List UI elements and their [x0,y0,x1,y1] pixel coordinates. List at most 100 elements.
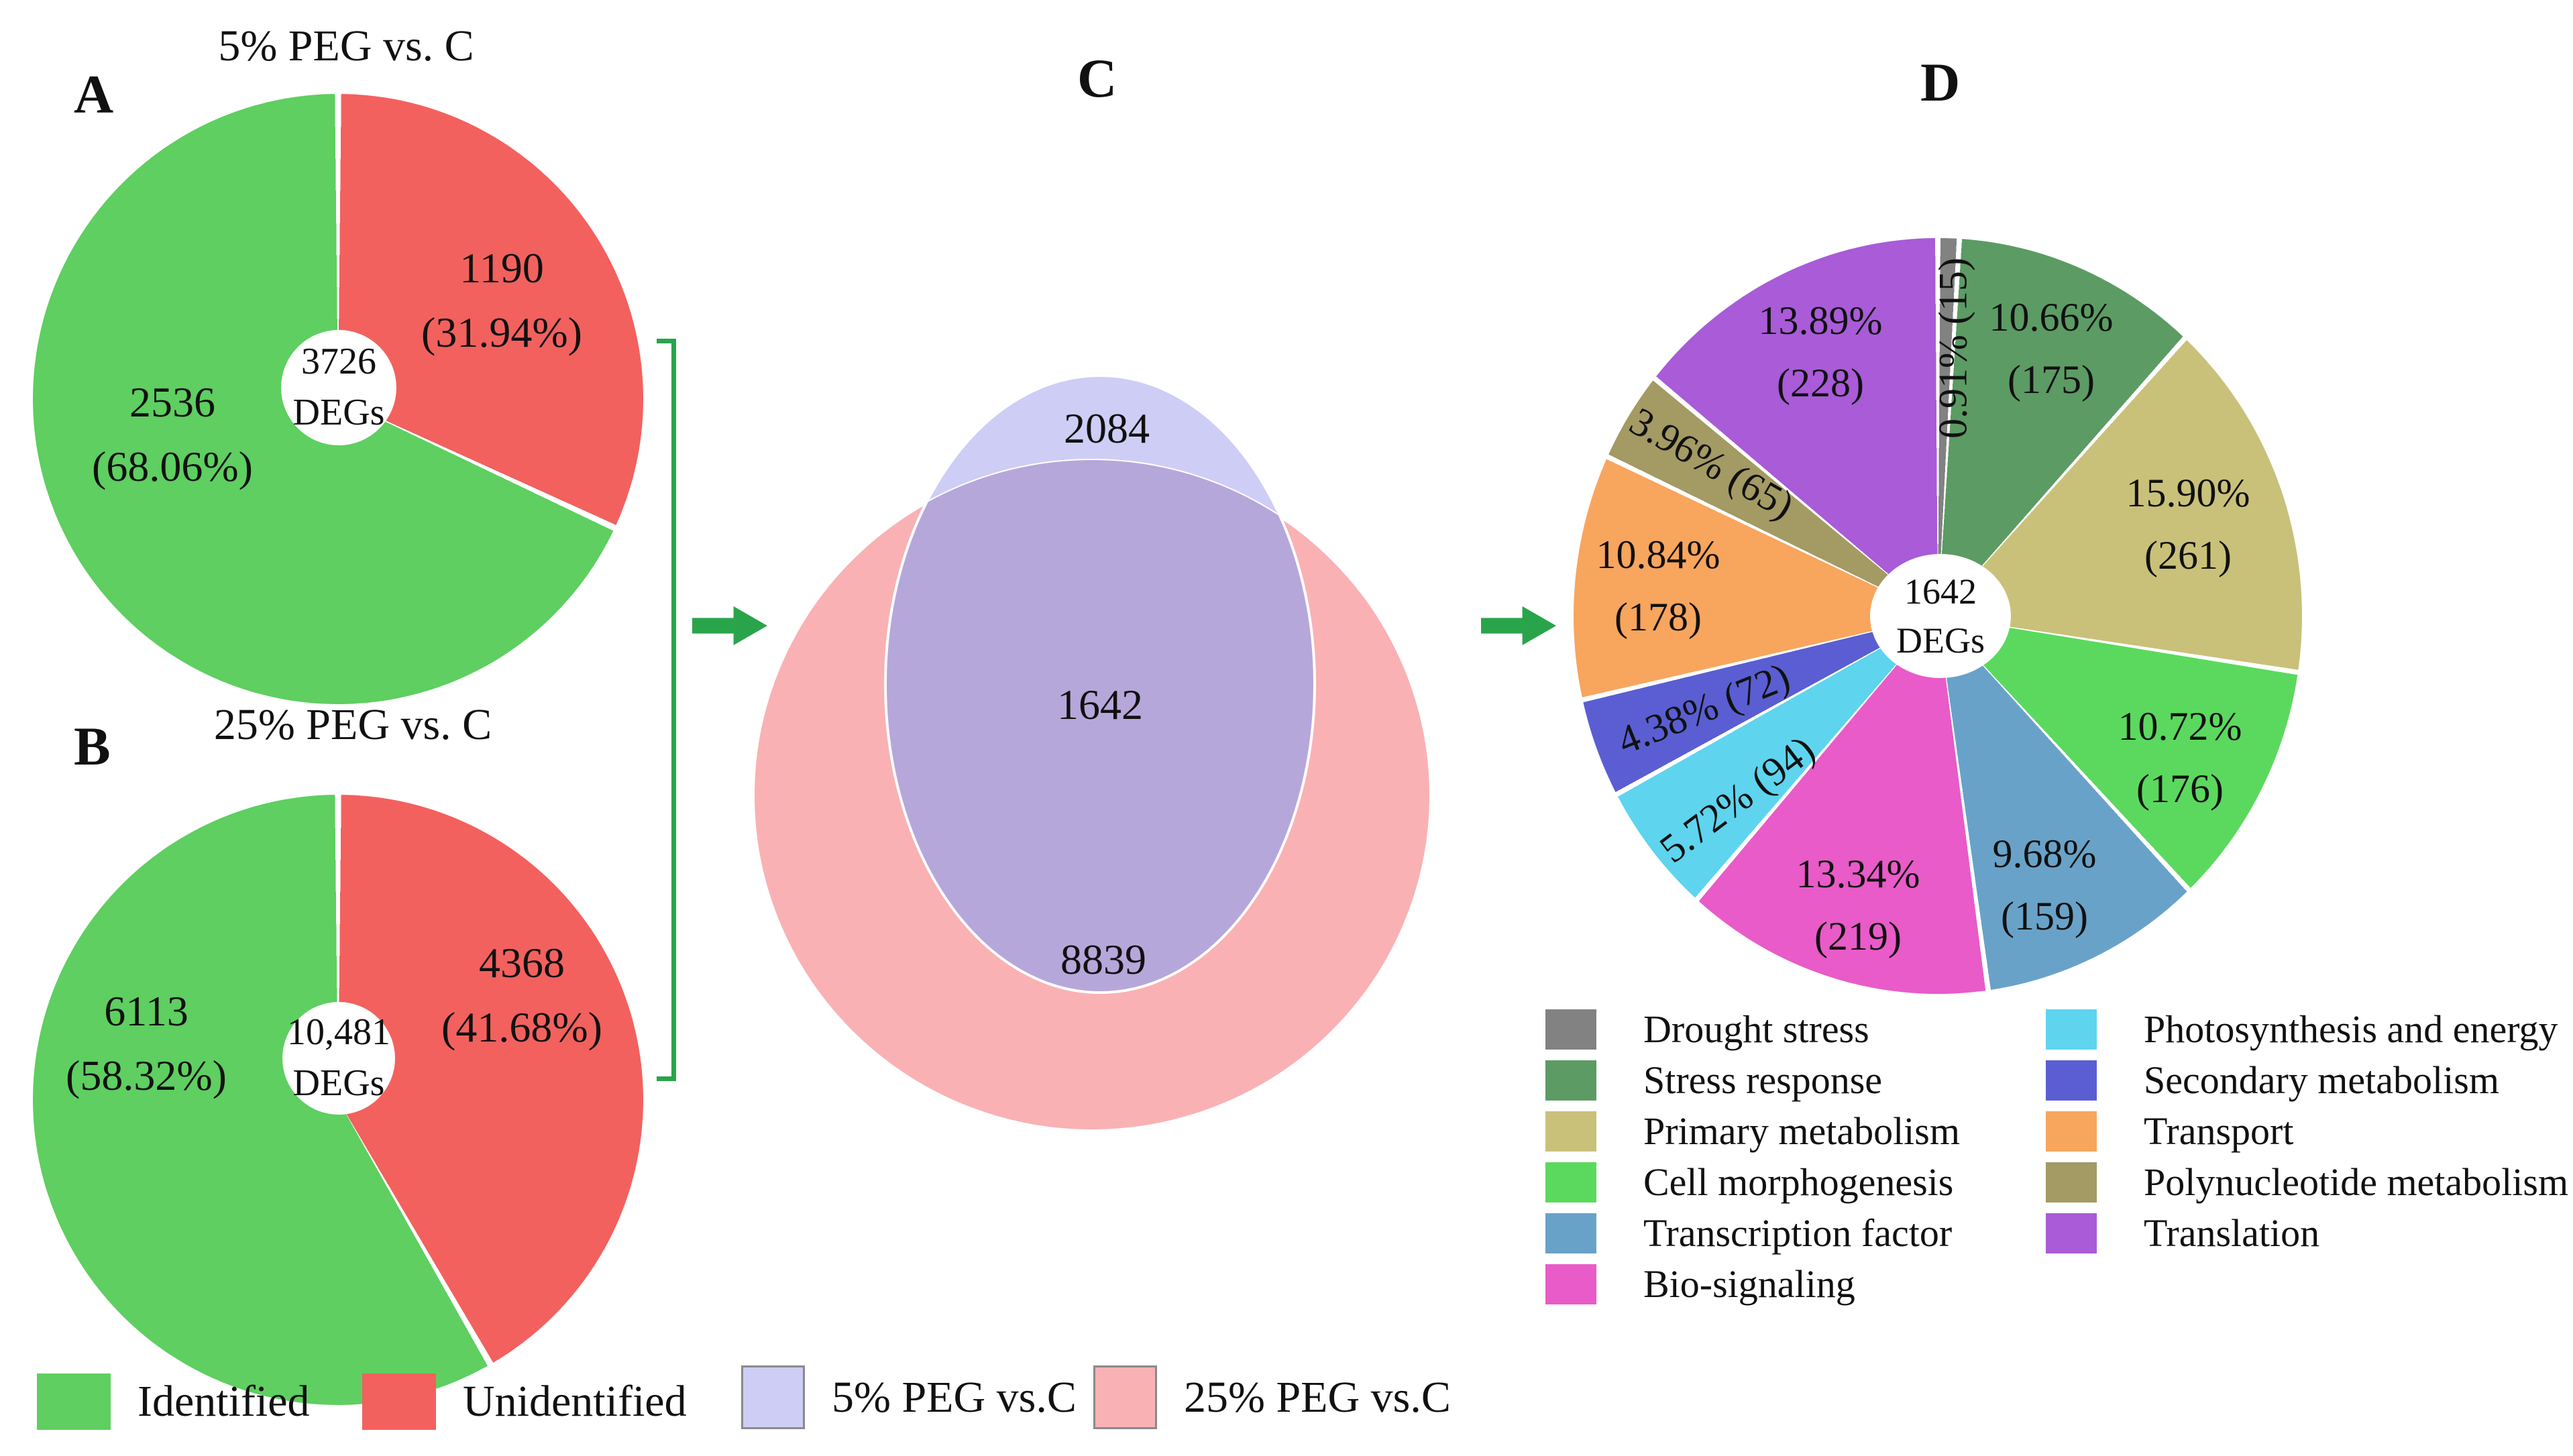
pie-b-unidentified-count: 4368 [479,939,565,987]
pie-a-label-unidentified: 1190 (31.94%) [421,236,582,365]
pie-b-unidentified-pct: (41.68%) [441,1003,602,1051]
legend-item-transport: Transport [2046,1111,2568,1152]
pie-b-title: 25% PEG vs. C [213,700,492,749]
swatch-unidentified [362,1373,436,1430]
pie-d-bio-signaling-pct: 13.34% [1796,852,1920,896]
pie-d-legend-right-column: Photosynthesis and energy Secondary meta… [2046,1009,2568,1253]
pie-d-label-transport: 10.84% (178) [1596,524,1720,649]
pie-a-center-count: 3726 [301,341,376,383]
pie-d-center-hole: 1642 DEGs [1870,554,2011,678]
arrow-venn-to-pie-d-icon [1481,606,1556,645]
pie-b-identified-count: 6113 [104,987,188,1035]
venn-value-5peg-unique: 2084 [1064,404,1150,452]
legend-label-25peg: 25% PEG vs.C [1184,1372,1451,1422]
pie-d-primary-metabolism-count: (261) [2144,533,2232,577]
panel-letter-c: C [1077,48,1117,109]
swatch-transport [2046,1111,2097,1152]
legend-item-drought-stress: Drought stress [1545,1009,1960,1050]
bracket-ab [657,339,676,1081]
swatch-5peg [741,1365,805,1429]
pie-d-translation-count: (228) [1777,361,1864,405]
venn-value-intersection: 1642 [1057,681,1143,728]
legend-item-translation: Translation [2046,1213,2568,1253]
pie-d-legend-left-column: Drought stress Stress response Primary m… [1545,1009,1960,1304]
pie-d-label-transcription-factor: 9.68% (159) [1993,823,2097,948]
legend-item-polynucleotide: Polynucleotide metabolism [2046,1162,2568,1202]
legend-label-secondary-metabolism: Secondary metabolism [2144,1058,2499,1102]
legend-item-bio-signaling: Bio-signaling [1545,1264,1960,1304]
pie-d-transport-pct: 10.84% [1596,533,1720,577]
pie-d-cell-morphogenesis-count: (176) [2136,767,2224,811]
legend-label-drought-stress: Drought stress [1643,1007,1869,1051]
legend-label-unidentified: Unidentified [463,1376,687,1426]
legend-item-photosynthesis: Photosynthesis and energy [2046,1009,2568,1050]
pie-a-label-identified: 2536 (68.06%) [92,370,253,499]
swatch-stress-response [1545,1060,1596,1101]
pie-d-label-drought-stress: 0.91% (15) [1930,258,1975,439]
legend-label-primary-metabolism: Primary metabolism [1643,1109,1960,1153]
legend-item-transcription-factor: Transcription factor [1545,1213,1960,1253]
pie-a-unidentified-count: 1190 [459,244,544,292]
pie-d-label-primary-metabolism: 15.90% (261) [2126,462,2250,587]
legend-label-stress-response: Stress response [1643,1058,1883,1102]
venn-value-25peg-unique: 8839 [1060,936,1146,983]
swatch-polynucleotide [2046,1162,2097,1202]
swatch-25peg [1093,1365,1157,1429]
venn-diagram: 2084 1642 8839 [752,374,1432,1132]
pie-d-label-bio-signaling: 13.34% (219) [1796,843,1920,968]
pie-a-identified-count: 2536 [129,378,215,426]
legend-label-cell-morphogenesis: Cell morphogenesis [1643,1160,1954,1204]
legend-item-secondary-metabolism: Secondary metabolism [2046,1060,2568,1101]
venn-intersection [884,460,1316,994]
pie-b-center-hole: 10,481 DEGs [282,1002,395,1115]
swatch-secondary-metabolism [2046,1060,2097,1101]
legend-label-identified: Identified [138,1376,310,1426]
pie-b-label-unidentified: 4368 (41.68%) [441,931,602,1060]
pie-d-translation-pct: 13.89% [1758,298,1883,343]
swatch-cell-morphogenesis [1545,1162,1596,1202]
legend-item-unidentified: Unidentified [362,1369,687,1433]
pie-d-stress-response-pct: 10.66% [1989,295,2114,339]
legend-label-transport: Transport [2144,1109,2294,1153]
pie-d-cell-morphogenesis-pct: 10.72% [2118,704,2242,748]
pie-d-stress-response-count: (175) [2008,357,2095,402]
swatch-transcription-factor [1545,1213,1596,1253]
legend-label-photosynthesis: Photosynthesis and energy [2144,1007,2558,1051]
pie-d-label-stress-response: 10.66% (175) [1989,286,2114,411]
panel-letter-a: A [74,64,114,125]
pie-d-transport-count: (178) [1614,595,1702,639]
pie-d-primary-metabolism-pct: 15.90% [2126,471,2250,515]
pie-a-identified-pct: (68.06%) [92,443,253,490]
pie-d-transcription-factor-count: (159) [2001,894,2088,938]
legend-item-stress-response: Stress response [1545,1060,1960,1101]
swatch-photosynthesis [2046,1009,2097,1050]
panel-letter-b: B [74,716,111,777]
pie-d-label-translation: 13.89% (228) [1759,290,1883,414]
pie-a-center-hole: 3726 DEGs [281,330,396,445]
pie-b-identified-pct: (58.32%) [66,1052,227,1099]
pie-b-center-unit: DEGs [292,1062,385,1104]
pie-a-center-unit: DEGs [292,392,385,433]
legend-item-5peg: 5% PEG vs.C [741,1365,1077,1429]
pie-d-center-unit: DEGs [1896,620,1985,661]
pie-d-bio-signaling-count: (219) [1814,914,1902,958]
legend-label-bio-signaling: Bio-signaling [1643,1262,1855,1306]
pie-d-transcription-factor-pct: 9.68% [1992,832,2097,876]
pie-b-center-count: 10,481 [287,1011,390,1054]
pie-b-label-identified: 6113 (58.32%) [66,979,227,1108]
legend-item-25peg: 25% PEG vs.C [1093,1365,1451,1429]
swatch-drought-stress [1545,1009,1596,1050]
pie-d-label-cell-morphogenesis: 10.72% (176) [2118,695,2242,820]
swatch-identified [37,1373,111,1430]
pie-a-unidentified-pct: (31.94%) [421,309,582,356]
legend-item-cell-morphogenesis: Cell morphogenesis [1545,1162,1960,1202]
swatch-translation [2046,1213,2097,1253]
legend-label-translation: Translation [2144,1211,2320,1255]
pie-a-title: 5% PEG vs. C [218,21,474,70]
legend-label-transcription-factor: Transcription factor [1643,1211,1953,1255]
swatch-primary-metabolism [1545,1111,1596,1152]
legend-item-primary-metabolism: Primary metabolism [1545,1111,1960,1152]
legend-item-identified: Identified [37,1369,310,1433]
legend-label-polynucleotide: Polynucleotide metabolism [2144,1160,2569,1204]
